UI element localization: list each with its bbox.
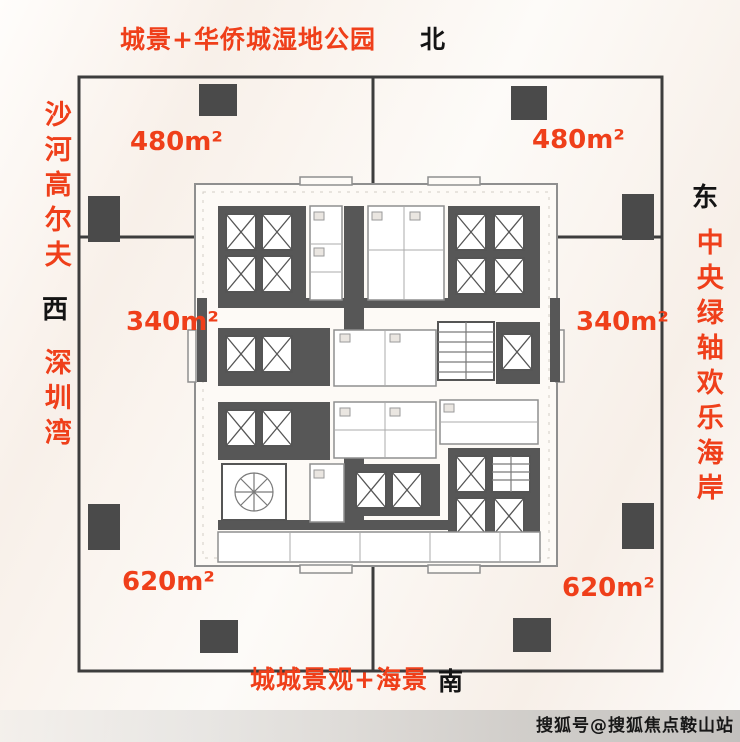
stair-lower-right	[491, 455, 531, 493]
compass-west: 西	[42, 295, 69, 325]
stair-upper-right	[437, 321, 495, 381]
service-rooms	[217, 205, 541, 563]
column-markers	[88, 84, 654, 653]
watermark: 搜狐号@搜狐焦点鞍山站	[536, 716, 734, 736]
floor-plan	[187, 176, 565, 574]
view-label-left-lower: 深圳湾	[39, 348, 71, 453]
view-label-bottom: 城城景观+海景	[250, 665, 428, 694]
view-label-top: 城景+华侨城湿地公园	[120, 25, 376, 54]
compass-north: 北	[420, 25, 446, 54]
area-label-bottom-right: 620m²	[562, 573, 655, 603]
area-label-mid-right: 340m²	[576, 307, 669, 337]
elevator-shafts	[225, 213, 533, 535]
view-label-right: 中央绿轴欢乐海岸	[691, 228, 723, 508]
view-label-left-upper: 沙河高尔夫	[39, 100, 71, 275]
area-label-mid-left: 340m²	[126, 307, 219, 337]
compass-east: 东	[692, 183, 719, 213]
bottom-gradient-band	[0, 710, 740, 742]
area-label-top-left: 480m²	[130, 127, 223, 157]
area-label-bottom-left: 620m²	[122, 567, 215, 597]
area-label-top-right: 480m²	[532, 125, 625, 155]
stair-lower-left	[221, 463, 287, 521]
compass-south: 南	[438, 667, 464, 696]
